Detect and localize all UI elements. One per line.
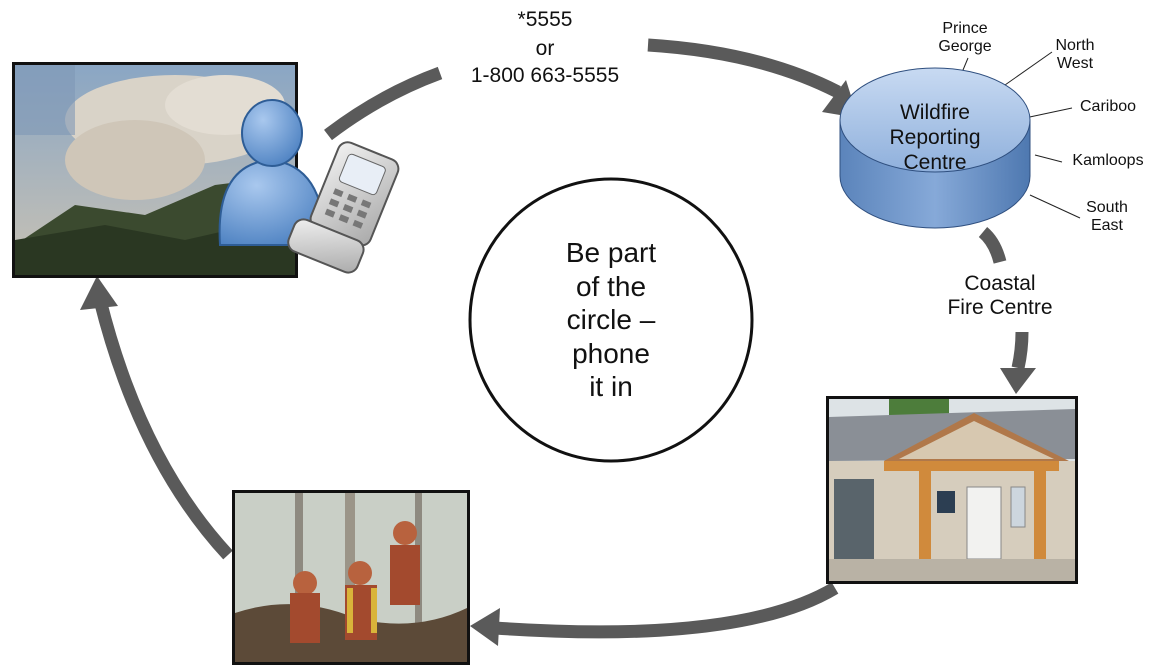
wildfire-reporting-centre-disk	[839, 67, 1031, 229]
mobile-phone-icon	[287, 141, 400, 274]
caller-person-icon	[218, 99, 400, 274]
fire-centre-south-east: South East	[1086, 199, 1128, 235]
phone-number-cellular: *5555	[517, 8, 573, 31]
arrow-coastal-to-station	[1000, 331, 1036, 394]
center-message: Be part of the circle – phone it in	[565, 237, 657, 403]
phone-number-or: or	[535, 37, 555, 60]
arrow-crew-to-fire	[80, 276, 233, 560]
forest-fire-illustration	[15, 65, 295, 275]
fire-centre-north-west: North West	[1055, 37, 1095, 73]
coastal-fire-centre-label: Coastal Fire Centre	[947, 272, 1053, 320]
fire-centre-prince-george: Prince George	[938, 20, 992, 56]
fire-centre-leader-lines	[957, 51, 1081, 219]
arrow-centre-to-coastal	[978, 227, 1007, 264]
fire-centre-cariboo: Cariboo	[1079, 98, 1137, 115]
fire-centre-kamloops: Kamloops	[1072, 152, 1144, 169]
phone-number-tollfree: 1-800 663-5555	[470, 64, 620, 87]
fire-centre-building-illustration	[829, 399, 1075, 581]
reporting-centre-label: Wildfire Reporting Centre	[889, 101, 981, 175]
arrow-station-to-crew	[470, 582, 839, 646]
fire-crew-photo	[232, 490, 470, 665]
fire-crew-illustration	[235, 493, 467, 662]
fire-centre-building-photo	[826, 396, 1078, 584]
center-message-circle	[468, 177, 754, 463]
